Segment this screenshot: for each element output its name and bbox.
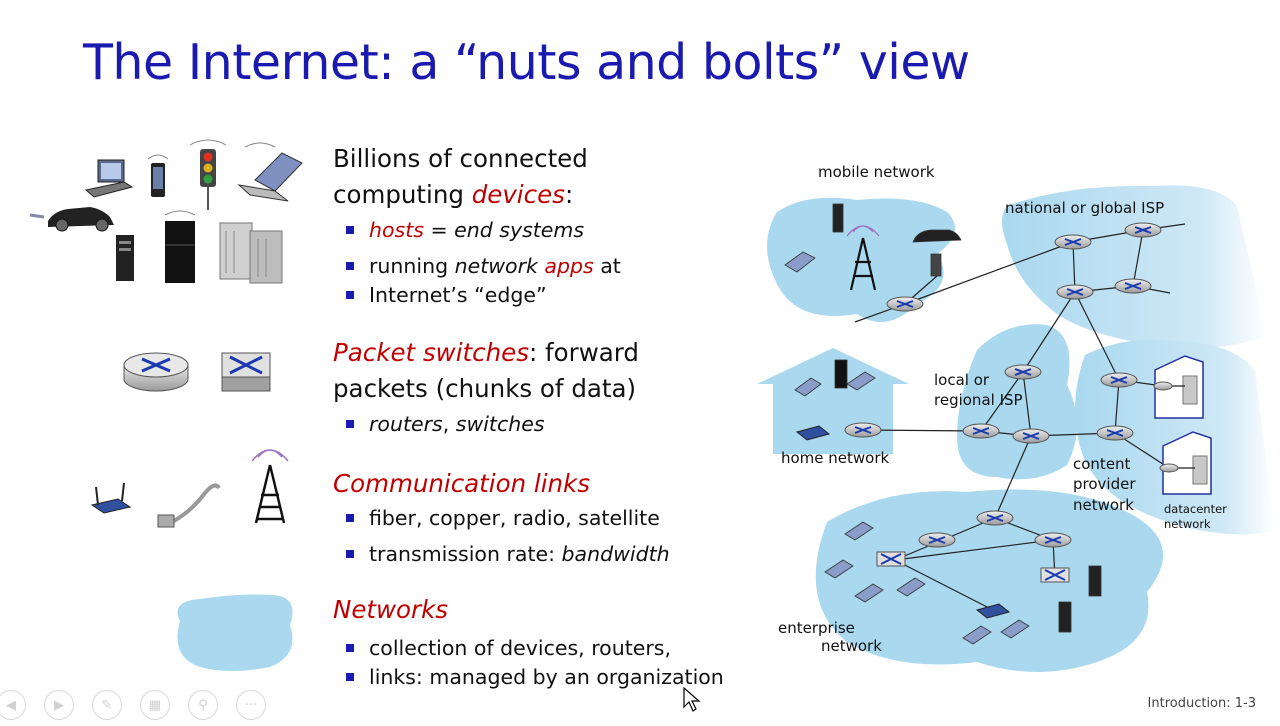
devices-heading-line1: Billions of connected [333, 144, 588, 173]
slides-icon[interactable]: ▦ [140, 690, 170, 720]
server-tower-icon [116, 235, 134, 281]
wifi-router-icon [90, 482, 132, 514]
label-local-isp-2: regional ISP [934, 391, 1023, 409]
car-icon [29, 207, 114, 232]
label-home-network: home network [781, 449, 890, 467]
networks-section: Networks collection of devices, routers,… [333, 592, 724, 692]
label-content-2: provider [1073, 475, 1136, 493]
label-content-3: network [1073, 496, 1134, 514]
enterprise-switches [876, 551, 1070, 583]
desktop-icon [84, 159, 134, 198]
label-datacenter-2: network [1164, 517, 1211, 531]
network-cloud-icon [177, 594, 293, 671]
laptop-icon [237, 142, 303, 202]
fridge-icon [164, 210, 196, 283]
wifi-access-points [795, 425, 1011, 619]
cell-tower-icon [251, 449, 289, 524]
label-enterprise-2: network [821, 637, 882, 655]
networks-bullet-line1: collection of devices, routers, [333, 634, 724, 663]
links-bullet-bandwidth: transmission rate: bandwidth [333, 540, 670, 569]
links-bullet-media: fiber, copper, radio, satellite [333, 504, 670, 533]
label-global-isp: national or global ISP [1005, 199, 1165, 217]
devices-bullet-apps: running network apps at [333, 252, 621, 281]
links-heading: Communication links [333, 469, 590, 498]
home-network-shape [757, 348, 909, 454]
global-isp-cloud [1002, 185, 1267, 349]
prev-icon[interactable]: ◀ [0, 690, 26, 720]
devices-bullet-edge: Internet’s “edge” [333, 281, 621, 310]
switches-section: Packet switches: forward packets (chunks… [333, 335, 639, 439]
ethernet-cable-icon [157, 483, 221, 528]
traffic-light-icon [189, 139, 227, 210]
next-icon[interactable]: ▶ [44, 690, 74, 720]
local-isp-cloud [957, 324, 1077, 480]
networks-heading: Networks [333, 595, 449, 624]
router-nodes [844, 222, 1162, 548]
devices-bullet-hosts: hosts = end systems [333, 216, 621, 245]
switches-heading-line1: Packet switches: forward [333, 338, 639, 367]
host-devices [784, 203, 1102, 645]
router-icon [123, 352, 189, 392]
enterprise-cloud [815, 489, 1163, 672]
slide-title: The Internet: a “nuts and bolts” view [83, 34, 970, 91]
more-icon[interactable]: ··· [236, 690, 266, 720]
links-section: Communication links fiber, copper, radio… [333, 466, 670, 569]
networks-bullet-line2: links: managed by an organization [333, 663, 724, 692]
left-icons [29, 139, 303, 671]
switches-bullet: routers, switches [333, 410, 639, 439]
server-rack-icon [219, 222, 283, 284]
label-local-isp-1: local or [934, 371, 990, 389]
label-datacenter-1: datacenter [1164, 502, 1227, 516]
label-mobile-network: mobile network [818, 163, 935, 181]
pen-icon[interactable]: ✎ [92, 690, 122, 720]
label-enterprise-1: enterprise [778, 619, 855, 637]
slide-footer: Introduction: 1-3 [1147, 696, 1256, 711]
zoom-icon[interactable]: ⚲ [188, 690, 218, 720]
switches-heading-line2: packets (chunks of data) [333, 374, 637, 403]
network-diagram [757, 185, 1275, 672]
mouse-cursor-icon [683, 687, 701, 712]
datacenter-buildings [1154, 355, 1212, 495]
content-provider-cloud [1075, 339, 1275, 535]
label-content-1: content [1073, 455, 1131, 473]
devices-section: Billions of connected computing devices:… [333, 141, 621, 310]
mobile-network-cloud [767, 197, 955, 322]
switch-icon [221, 352, 271, 392]
smartphone-icon [147, 154, 169, 197]
mobile-cell-tower [846, 225, 880, 291]
devices-heading-line2: computing devices: [333, 180, 574, 209]
